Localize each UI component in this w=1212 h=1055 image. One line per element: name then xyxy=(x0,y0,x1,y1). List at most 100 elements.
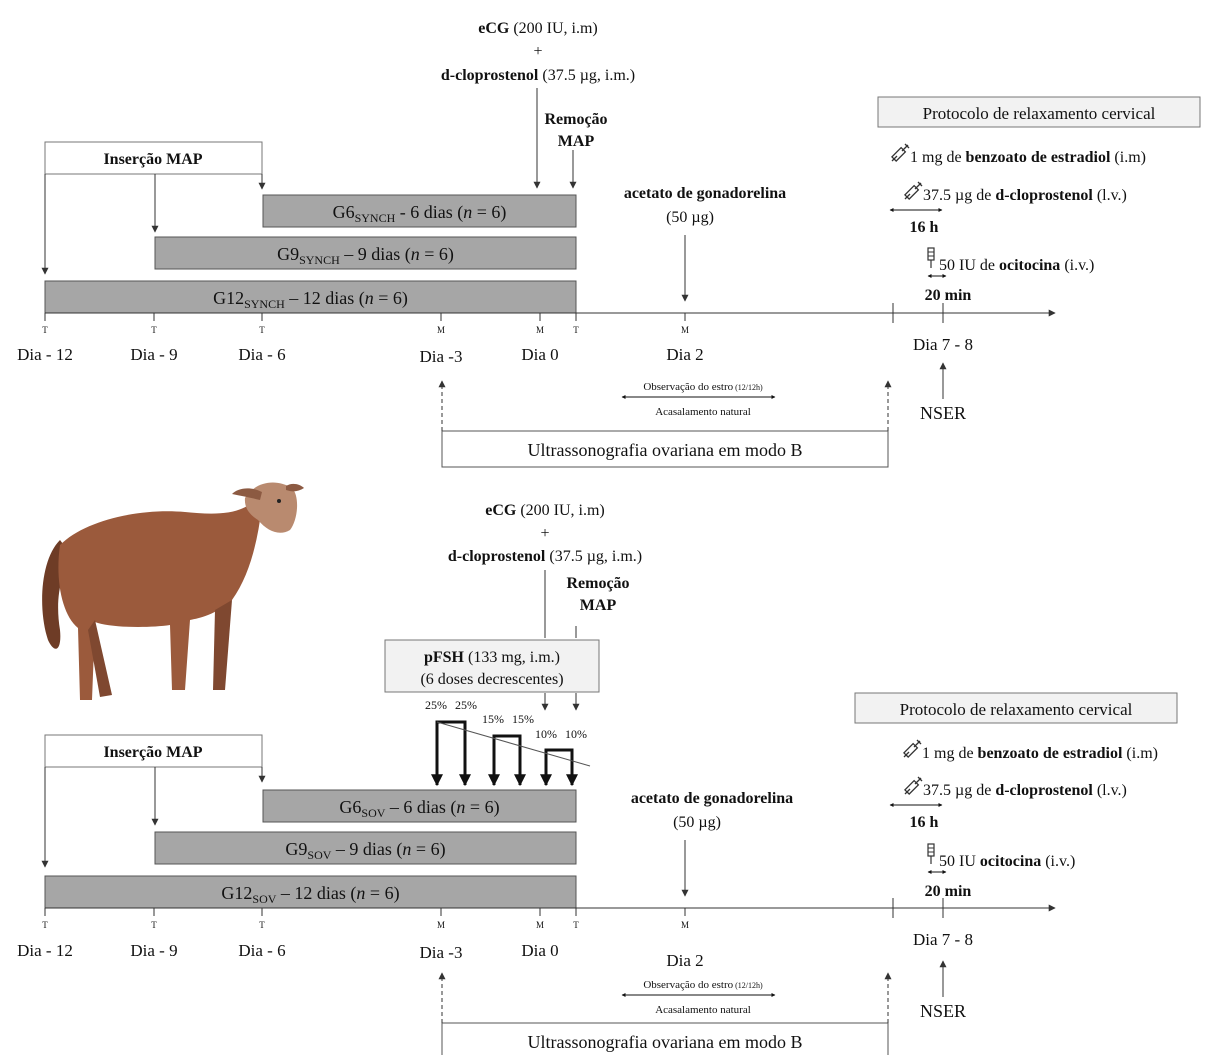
cloprostenol-label: d-cloprostenol (37.5 µg, i.m.) xyxy=(441,67,635,84)
day-label: Dia 2 xyxy=(666,951,703,970)
iv-drip-icon xyxy=(927,247,935,269)
gonadorelin-label: acetato de gonadorelina xyxy=(631,790,793,807)
gonadorelin-dose-label: (50 µg) xyxy=(666,209,714,226)
protocol-line-ocitocina: 50 IU ocitocina (i.v.) xyxy=(939,853,1075,870)
day-label: Dia 0 xyxy=(521,345,558,364)
ultrasound-box xyxy=(441,1022,889,1055)
gonadorelin-dose-label: (50 µg) xyxy=(673,814,721,831)
day-label: Dia - 9 xyxy=(130,345,177,364)
protocol-box xyxy=(854,692,1178,724)
protocol-line-estradiol: 1 mg de benzoato de estradiol (i.m) xyxy=(922,745,1158,762)
removal-map-label: MAP xyxy=(558,133,595,150)
pfsh-dose-label: 10% xyxy=(535,727,557,741)
removal-label: Remoção xyxy=(544,111,607,128)
tick-type-label: T xyxy=(42,920,48,930)
group-bar-label: G9SYNCH – 9 dias (n = 6) xyxy=(277,244,454,267)
protocol-line-estradiol: 1 mg de benzoato de estradiol (i.m) xyxy=(910,149,1146,166)
tick-type-label: M xyxy=(681,920,689,930)
day-label: Dia 0 xyxy=(521,941,558,960)
group-bar-label: G6SOV – 6 dias (n = 6) xyxy=(339,797,499,820)
protocol-box xyxy=(877,96,1201,128)
removal-label: Remoção xyxy=(566,575,629,592)
group-bar xyxy=(154,236,577,270)
group-bar xyxy=(154,831,577,865)
day-label: Dia - 12 xyxy=(17,941,73,960)
insertion-map-box xyxy=(44,734,263,768)
gonadorelin-label: acetato de gonadorelina xyxy=(624,185,786,202)
tick-type-label: T xyxy=(259,920,265,930)
panel-synch: eCG (200 IU, i.m) + d-cloprostenol (37.5 µ… xyxy=(17,20,1201,468)
insertion-map-label: Inserção MAP xyxy=(103,744,202,761)
ultrasound-label: Ultrassonografia ovariana em modo B xyxy=(528,440,803,460)
group-bar-label: G12SYNCH – 12 dias (n = 6) xyxy=(213,288,408,311)
pfsh-dose-label: 15% xyxy=(512,712,534,726)
day-label: Dia 7 - 8 xyxy=(913,930,973,949)
syringe-icon xyxy=(903,739,922,758)
ecg-label: eCG (200 IU, i.m) xyxy=(485,502,605,519)
day-label: Dia - 6 xyxy=(238,345,285,364)
ultrasound-label: Ultrassonografia ovariana em modo B xyxy=(528,1032,803,1052)
removal-map-label: MAP xyxy=(580,597,617,614)
day-label: Dia - 12 xyxy=(17,345,73,364)
dose-trend-line xyxy=(436,721,591,767)
day-label: Dia - 9 xyxy=(130,941,177,960)
day-label: Dia - 6 xyxy=(238,941,285,960)
pfsh-dose-label: 10% xyxy=(565,727,587,741)
day-label: Dia -3 xyxy=(420,943,463,962)
pfsh-dose-arrows xyxy=(431,720,578,787)
plus-label: + xyxy=(540,525,549,542)
tick-type-label: M xyxy=(681,325,689,335)
interval-16h-label: 16 h xyxy=(910,814,939,831)
group-bar-label: G9SOV – 9 dias (n = 6) xyxy=(285,839,445,862)
plus-label: + xyxy=(533,43,542,60)
protocol-title: Protocolo de relaxamento cervical xyxy=(900,700,1133,719)
protocol-title: Protocolo de relaxamento cervical xyxy=(923,104,1156,123)
tick-type-label: M xyxy=(536,325,544,335)
insertion-map-box xyxy=(44,141,263,175)
protocol-line-cloprostenol: 37.5 µg de d-cloprostenol (l.v.) xyxy=(923,187,1127,204)
mating-label: Acasalamento natural xyxy=(655,1004,751,1016)
syringe-icon xyxy=(891,143,910,162)
group-bar-label: G12SOV – 12 dias (n = 6) xyxy=(221,883,399,906)
cloprostenol-label: d-cloprostenol (37.5 µg, i.m.) xyxy=(448,548,642,565)
tick-type-label: T xyxy=(573,325,579,335)
tick-type-label: M xyxy=(536,920,544,930)
ultrasound-box xyxy=(441,430,889,468)
sheep-illustration xyxy=(42,482,304,700)
pfsh-dose-label: 25% xyxy=(425,698,447,712)
group-bar xyxy=(262,194,577,228)
group-bar-label: G6SYNCH - 6 dias (n = 6) xyxy=(333,202,507,225)
nser-label: NSER xyxy=(920,1001,966,1021)
ecg-label: eCG (200 IU, i.m) xyxy=(478,20,598,37)
pfsh-doses-label: (6 doses decrescentes) xyxy=(420,671,563,688)
interval-16h-label: 16 h xyxy=(910,219,939,236)
iv-drip-icon xyxy=(927,843,935,865)
panel-sov: eCG (200 IU, i.m) + d-cloprostenol (37.5 µ… xyxy=(17,502,1178,1055)
tick-type-label: T xyxy=(573,920,579,930)
tick-type-label: T xyxy=(259,325,265,335)
estrus-observation-label: Observação do estro (12/12h) xyxy=(643,381,763,393)
insertion-map-label: Inserção MAP xyxy=(103,151,202,168)
syringe-icon xyxy=(904,776,923,795)
pfsh-dose-label: 25% xyxy=(455,698,477,712)
mating-label: Acasalamento natural xyxy=(655,406,751,418)
day-label: Dia -3 xyxy=(420,347,463,366)
tick-type-label: M xyxy=(437,920,445,930)
protocol-line-ocitocina: 50 IU de ocitocina (i.v.) xyxy=(939,257,1094,274)
protocol-line-cloprostenol: 37.5 µg de d-cloprostenol (l.v.) xyxy=(923,782,1127,799)
pfsh-label: pFSH (133 mg, i.m.) xyxy=(424,649,560,666)
tick-type-label: M xyxy=(437,325,445,335)
tick-type-label: T xyxy=(42,325,48,335)
interval-20min-label: 20 min xyxy=(925,287,972,304)
interval-20min-label: 20 min xyxy=(925,883,972,900)
group-bar xyxy=(262,789,577,823)
tick-type-label: T xyxy=(151,325,157,335)
pfsh-box xyxy=(384,639,600,693)
nser-label: NSER xyxy=(920,403,966,423)
pfsh-dose-label: 15% xyxy=(482,712,504,726)
syringe-icon xyxy=(904,181,923,200)
day-label: Dia 2 xyxy=(666,345,703,364)
group-bar xyxy=(44,280,577,314)
